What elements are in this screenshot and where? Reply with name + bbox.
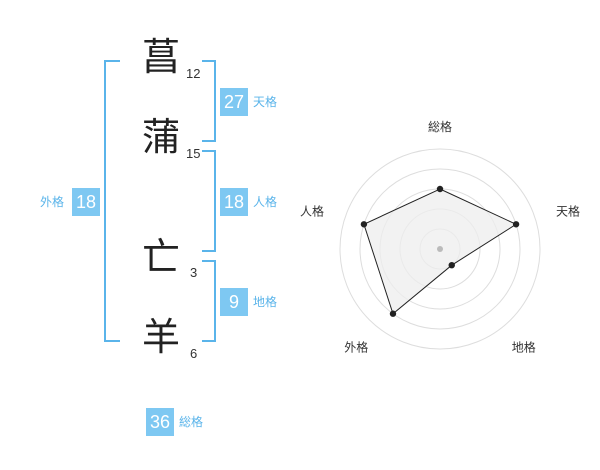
chikaku-value: 9 bbox=[220, 288, 248, 316]
chikaku-bracket bbox=[202, 260, 216, 342]
stroke-count-1: 12 bbox=[186, 66, 201, 81]
gaikaku-label: 外格 bbox=[40, 195, 65, 209]
tenkaku-value: 27 bbox=[220, 88, 248, 116]
radar-axis-label: 総格 bbox=[428, 119, 452, 134]
radar-grid-ring bbox=[339, 148, 541, 350]
soukaku-value: 36 bbox=[146, 408, 174, 436]
tenkaku-bracket bbox=[202, 60, 216, 142]
stroke-count-2: 15 bbox=[186, 146, 201, 161]
soukaku-label: 総格 bbox=[179, 415, 204, 429]
gaikaku-bracket bbox=[104, 60, 120, 342]
stroke-count-3: 3 bbox=[190, 265, 198, 280]
jinkaku-value: 18 bbox=[220, 188, 248, 216]
radar-data-point bbox=[448, 261, 455, 269]
jinkaku-bracket bbox=[202, 150, 216, 252]
radar-axis-label: 人格 bbox=[300, 203, 324, 218]
name-char-1: 菖 bbox=[142, 35, 181, 79]
radar-axis-label: 外格 bbox=[344, 340, 368, 355]
radar-data-point bbox=[360, 221, 368, 228]
radar-data-point bbox=[512, 221, 520, 228]
name-char-4: 羊 bbox=[142, 315, 181, 359]
radar-center-dot bbox=[437, 246, 443, 252]
gaikaku-value: 18 bbox=[72, 188, 100, 216]
radar-data-point bbox=[389, 310, 397, 317]
name-char-3: 亡 bbox=[142, 235, 181, 279]
stroke-count-4: 6 bbox=[190, 346, 198, 361]
chikaku-label: 地格 bbox=[253, 295, 278, 309]
tenkaku-label: 天格 bbox=[253, 95, 278, 109]
radar-data-point bbox=[436, 185, 444, 193]
radar-grid-ring bbox=[359, 168, 521, 330]
jinkaku-label: 人格 bbox=[253, 195, 278, 209]
radar-axis-label: 地格 bbox=[512, 340, 536, 355]
name-char-2: 蒲 bbox=[142, 115, 181, 159]
radar-axis-label: 天格 bbox=[556, 203, 580, 218]
